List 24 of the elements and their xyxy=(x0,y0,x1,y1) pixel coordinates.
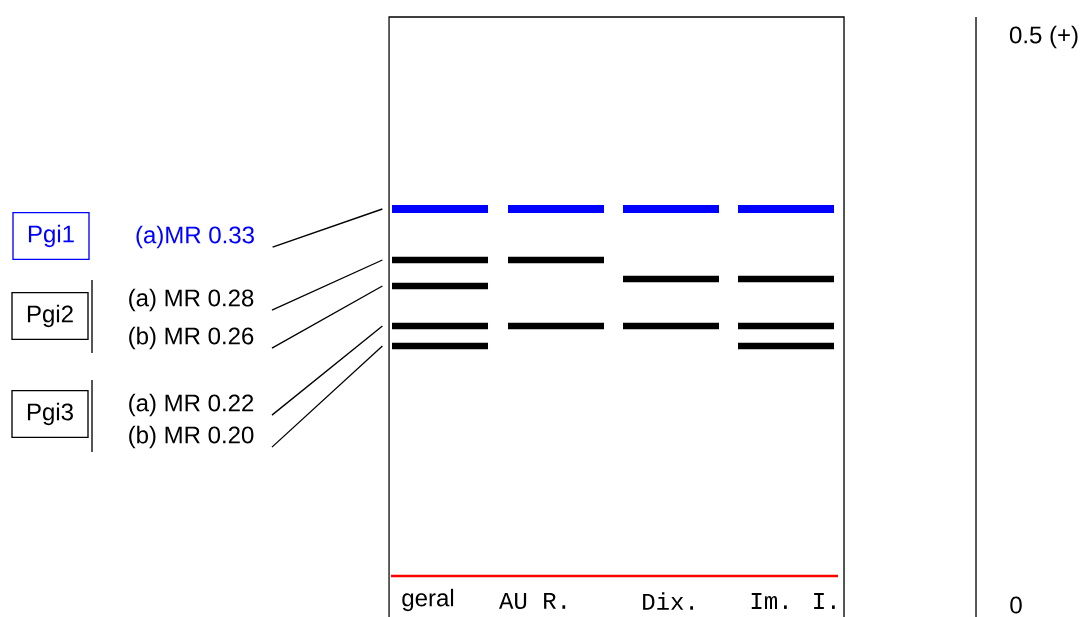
scale-label: 0.5 (+) xyxy=(1009,25,1078,49)
leader-line xyxy=(271,285,384,349)
leader-line xyxy=(271,259,384,311)
lane-label: geral xyxy=(402,588,454,612)
leader-line xyxy=(271,345,384,448)
band-label: (b) MR 0.26 xyxy=(129,326,254,350)
gene-box: Pgi1 xyxy=(12,212,90,260)
scale-label: 0 xyxy=(1010,596,1022,614)
gene-box: Pgi2 xyxy=(11,292,89,340)
gel-band xyxy=(392,322,488,330)
lane-label: AU R. xyxy=(499,593,566,609)
band-label: (a) MR 0.28 xyxy=(129,288,254,312)
lane-label: Im. I. xyxy=(751,593,835,609)
lane-label: Dix. xyxy=(643,592,693,610)
gel-band xyxy=(392,256,488,264)
gel-band xyxy=(392,205,488,213)
gel-band xyxy=(392,342,488,350)
band-label: (a) MR 0.22 xyxy=(129,393,254,417)
leader-line xyxy=(271,208,384,248)
band-label: (a)MR 0.33 xyxy=(136,225,254,249)
leader-line xyxy=(271,325,384,416)
gel-band xyxy=(392,282,488,290)
band-label: (b) MR 0.20 xyxy=(129,425,254,449)
gene-box: Pgi3 xyxy=(11,390,89,438)
